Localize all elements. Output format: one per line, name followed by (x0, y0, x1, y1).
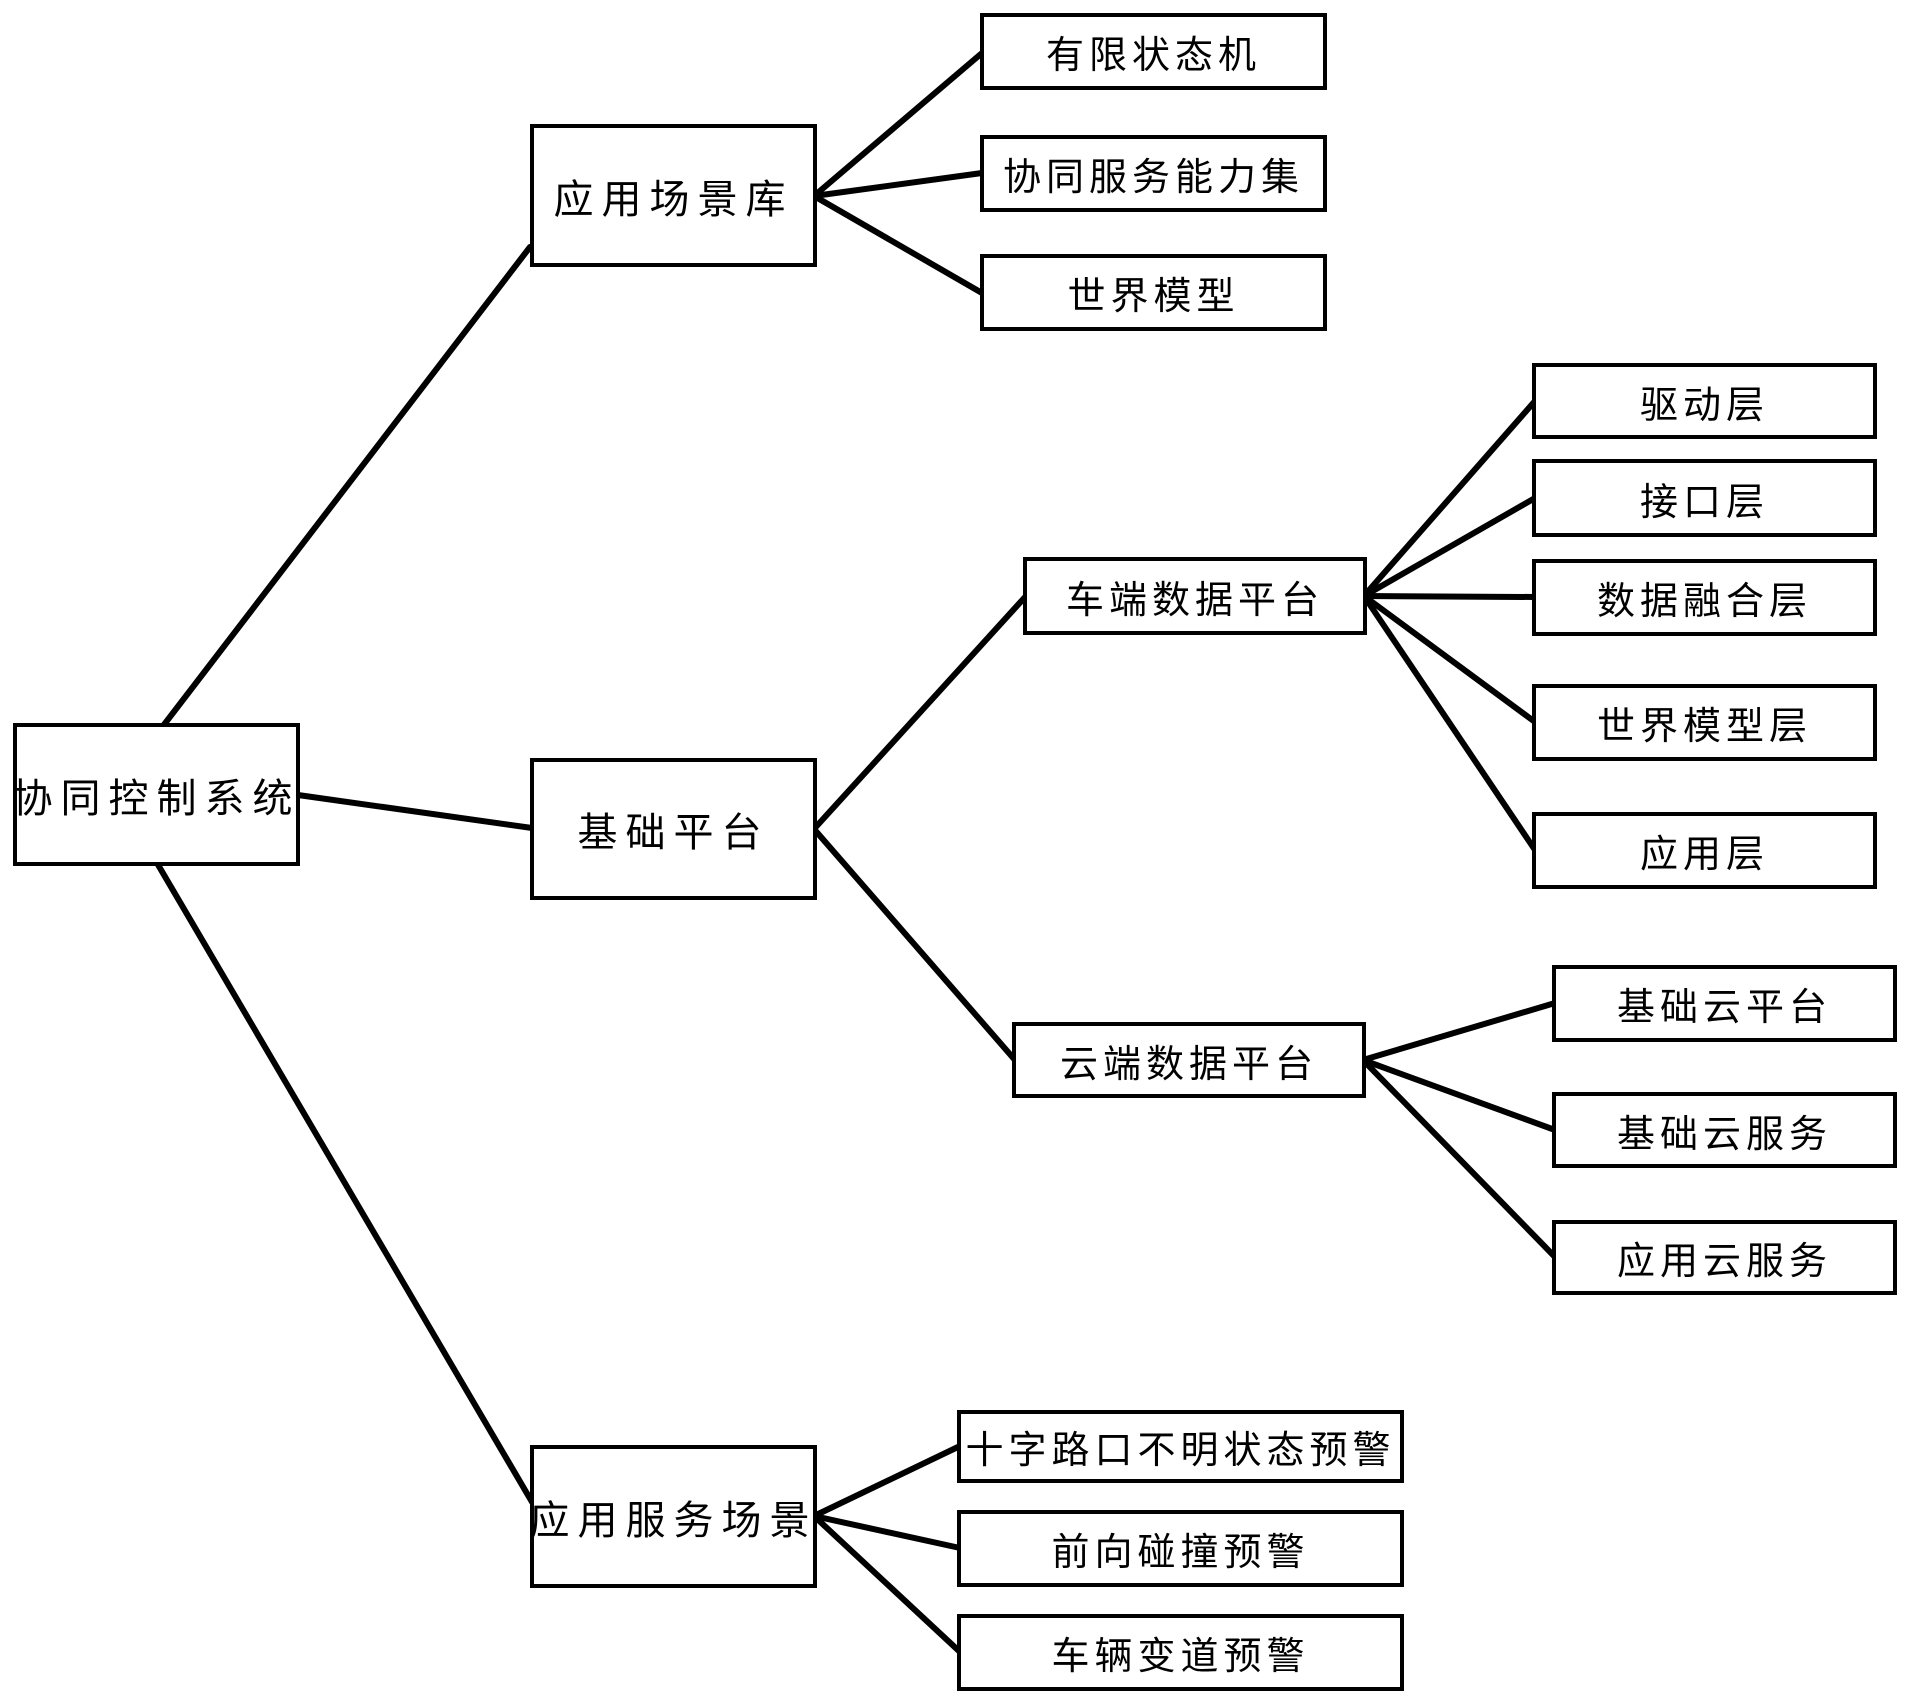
node-forward-collision-warning: 前向碰撞预警 (957, 1510, 1404, 1587)
node-cloud-data-platform-label: 云端数据平台 (1059, 1043, 1318, 1086)
node-driver-layer-label: 驱动层 (1639, 384, 1769, 427)
node-interface-layer-label: 接口层 (1639, 481, 1769, 524)
node-finite-state-machine-label: 有限状态机 (1045, 35, 1261, 77)
node-vehicle-data-platform: 车端数据平台 (1023, 557, 1367, 635)
node-vehicle-data-platform-label: 车端数据平台 (1065, 579, 1324, 622)
edge-vehicle-data-platform-driver-layer (1361, 398, 1538, 599)
node-world-model: 世界模型 (980, 254, 1327, 331)
node-basic-cloud-service: 基础云服务 (1552, 1092, 1897, 1168)
node-vehicle-lane-change-warning-label: 车辆变道预警 (1051, 1636, 1310, 1678)
node-basic-platform: 基础平台 (530, 758, 817, 900)
node-intersection-unknown-state-warning: 十字路口不明状态预警 (957, 1410, 1404, 1483)
edge-cloud-data-platform-application-cloud-service (1360, 1057, 1558, 1260)
node-driver-layer: 驱动层 (1532, 363, 1877, 439)
node-application-layer-label: 应用层 (1639, 834, 1769, 876)
node-basic-cloud-service-label: 基础云服务 (1616, 1113, 1832, 1156)
node-forward-collision-warning-label: 前向碰撞预警 (1051, 1532, 1310, 1574)
edge-app-service-scenario-lane-change-warning (811, 1513, 963, 1655)
edge-vehicle-data-platform-application-layer (1361, 593, 1538, 853)
edge-app-service-scenario-intersection-warning (811, 1443, 963, 1519)
node-application-cloud-service-label: 应用云服务 (1616, 1241, 1832, 1283)
node-basic-cloud-platform-label: 基础云平台 (1616, 987, 1832, 1029)
edge-app-service-scenario-forward-collision-warning (811, 1513, 963, 1551)
edge-scenario-library-finite-state-machine (811, 50, 985, 199)
node-app-service-scenario-label: 应用服务场景 (529, 1497, 818, 1543)
node-basic-platform-label: 基础平台 (577, 810, 770, 855)
node-app-service-scenario: 应用服务场景 (530, 1445, 817, 1588)
edge-scenario-library-service-capability-set (811, 170, 985, 199)
node-intersection-unknown-state-warning-label: 十字路口不明状态预警 (965, 1430, 1396, 1472)
edge-root-scenario-library (160, 244, 533, 729)
node-root-label: 协同控制系统 (12, 775, 301, 821)
node-scenario-library: 应用场景库 (530, 124, 817, 267)
edge-root-basic-platform (295, 792, 535, 831)
edge-root-app-service-scenario (154, 860, 535, 1505)
edge-basic-platform-vehicle-data-platform (811, 593, 1029, 832)
node-world-model-label: 世界模型 (1067, 276, 1240, 318)
node-data-fusion-layer: 数据融合层 (1532, 559, 1877, 636)
edge-basic-platform-cloud-data-platform (811, 826, 1018, 1063)
node-basic-cloud-platform: 基础云平台 (1552, 965, 1897, 1042)
node-service-capability-set-label: 协同服务能力集 (1002, 157, 1304, 199)
edge-cloud-data-platform-basic-cloud-service (1360, 1057, 1558, 1133)
node-cloud-data-platform: 云端数据平台 (1012, 1022, 1366, 1098)
edge-scenario-library-world-model (811, 193, 985, 296)
node-world-model-layer: 世界模型层 (1532, 684, 1877, 761)
node-scenario-library-label: 应用场景库 (553, 176, 794, 222)
node-application-layer: 应用层 (1532, 812, 1877, 889)
node-finite-state-machine: 有限状态机 (980, 13, 1327, 90)
node-root: 协同控制系统 (13, 723, 300, 866)
edge-vehicle-data-platform-data-fusion-layer (1361, 593, 1538, 600)
edge-cloud-data-platform-basic-cloud-platform (1360, 1000, 1558, 1063)
node-world-model-layer-label: 世界模型层 (1596, 706, 1812, 748)
node-data-fusion-layer-label: 数据融合层 (1596, 581, 1812, 623)
node-interface-layer: 接口层 (1532, 459, 1877, 537)
node-application-cloud-service: 应用云服务 (1552, 1220, 1897, 1295)
node-vehicle-lane-change-warning: 车辆变道预警 (957, 1614, 1404, 1691)
edge-vehicle-data-platform-world-model-layer (1361, 593, 1538, 725)
edge-vehicle-data-platform-interface-layer (1361, 495, 1538, 599)
node-service-capability-set: 协同服务能力集 (980, 135, 1327, 212)
